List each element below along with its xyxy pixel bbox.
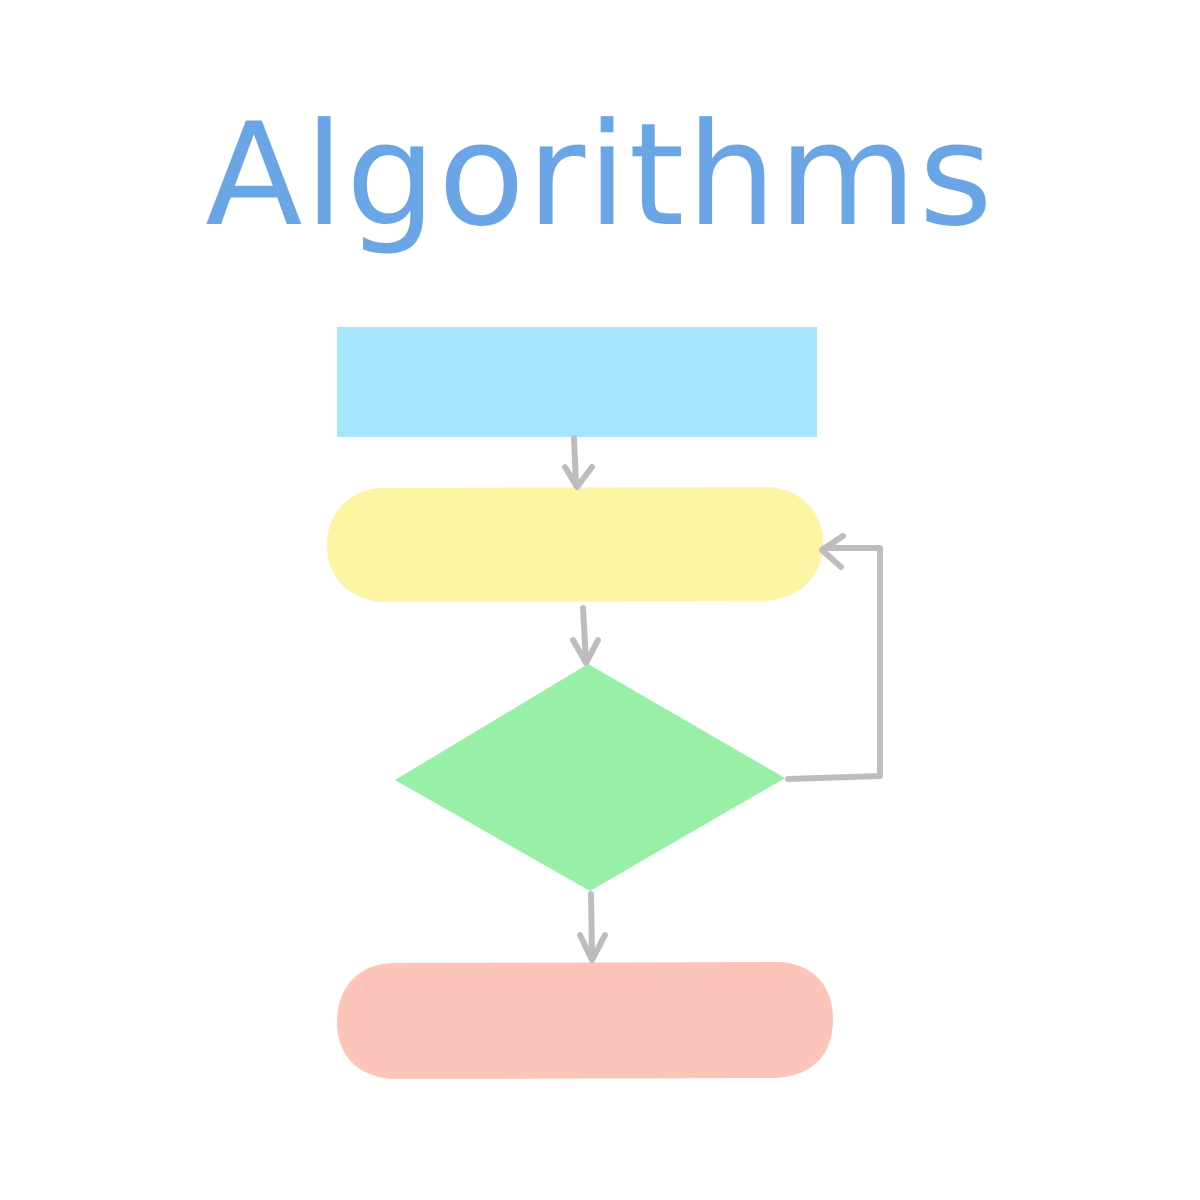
end-step-box[interactable]: [337, 962, 833, 1079]
process-box[interactable]: [337, 327, 817, 437]
decision-diamond[interactable]: [395, 664, 785, 891]
diagram-title: Algorithms: [205, 93, 995, 258]
connector-decision-to-end: [577, 891, 608, 963]
connector-loop-to-decision: [570, 605, 601, 666]
connector-process-to-loop: [562, 435, 595, 490]
connector-loop-back: [785, 533, 883, 782]
loop-step-box[interactable]: [327, 487, 823, 602]
